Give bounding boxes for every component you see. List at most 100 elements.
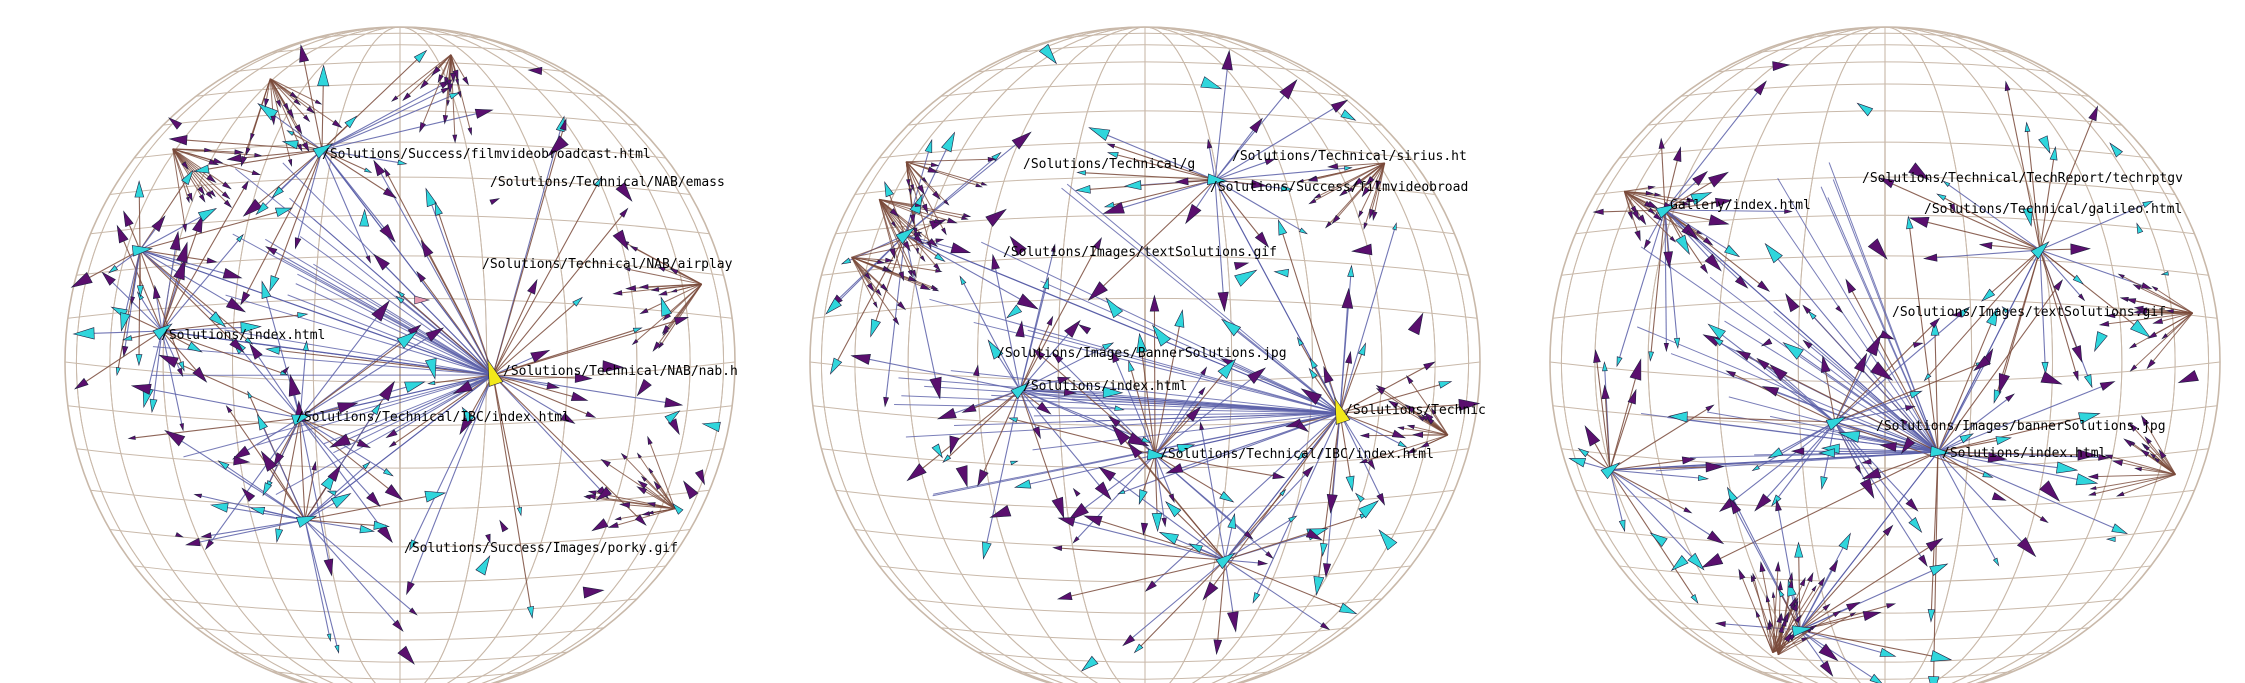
grid-latitude [835,214,1455,235]
cyan-arrow-node-icon [1618,519,1626,533]
purple-arrow-node-icon [1011,131,1032,150]
edge [304,494,434,521]
edge [1110,179,1216,207]
node-label[interactable]: /Solutions/Technical/sirius.ht [1232,149,1467,164]
edge [1987,244,2041,251]
purple-arrow-node-icon [1330,99,1349,113]
grid-latitude [232,651,568,663]
node-label[interactable]: /Solutions/Images/textSolutions.gif [1003,245,1277,260]
node-label[interactable]: /Solutions/Success/Images/porky.gif [404,541,678,556]
edge [1721,623,1801,631]
purple-arrow-node-icon [2132,284,2142,291]
purple-arrow-node-icon [273,452,285,468]
edge [237,345,301,419]
edge [1113,357,1156,456]
node-label[interactable]: /Solutions/Images/bannerSolutions.jpg [1876,419,2166,434]
edge [492,374,568,420]
edge [1350,162,1385,191]
purple-arrow-node-icon [1206,138,1213,149]
purple-arrow-node-icon [356,439,372,449]
grid-latitude [196,83,604,97]
purple-arrow-node-icon [382,187,398,199]
node-label[interactable]: /Solutions/Technical/galileo.html [1924,202,2182,217]
edge [1609,371,1639,471]
edge [1775,421,1836,501]
edge [120,235,163,332]
node-label[interactable]: /Solutions/Images/textSolutions.gif [1892,305,2166,320]
purple-arrow-node-icon [560,412,576,424]
purple-arrow-node-icon [1643,239,1652,250]
node-label[interactable]: /Solutions/Technical/IBC/index.html [1160,447,1434,462]
node-label[interactable]: /Solutions/Success/filmvideobroadcast.ht… [322,147,651,162]
edge [399,299,494,376]
cyan-arrow-node-icon [1146,448,1169,460]
edge [269,78,338,125]
edge [1834,346,1876,423]
purple-arrow-node-icon [70,271,93,288]
edge [298,413,306,521]
node-label[interactable]: /Solutions/Technical/NAB/nab.h [503,364,738,379]
edge [1772,253,1939,453]
cyan-arrow-node-icon [1117,489,1126,495]
purple-arrow-node-icon [2153,457,2160,463]
node-label[interactable]: /Solutions/Technical/NAB/airplay [482,257,733,272]
node-label[interactable]: /Solutions/Success/filmvideobroad [1210,180,1468,195]
purple-arrow-node-icon [906,179,911,187]
purple-arrow-node-icon [152,284,161,299]
sphere-view-2[interactable]: /Solutions/Technical/sirius.ht /Solution… [809,26,1486,683]
purple-arrow-node-icon [1705,461,1725,473]
purple-arrow-node-icon [941,227,947,236]
node-label[interactable]: /Solutions/index.html [161,328,325,343]
edge [161,185,247,332]
node-label[interactable]: /Solutions/Technical/NAB/emass [490,175,725,190]
purple-arrow-node-icon [1950,311,1963,318]
node-label[interactable]: /Solutions/index.html [1942,446,2106,461]
edge [905,412,1341,438]
edge [1609,469,1688,512]
node-label[interactable]: /Solutions/Technic [1345,403,1486,418]
edge [1019,378,1063,391]
node-label[interactable]: /Solutions/Technical/TechReport/techrptg… [1862,171,2183,186]
cyan-arrow-node-icon [1724,244,1741,258]
edge [1609,469,1716,539]
node-label[interactable]: Gallery/index.html [1670,198,1811,213]
edge [172,148,212,180]
edge [439,54,452,79]
purple-arrow-node-icon [187,192,193,203]
purple-arrow-node-icon [240,291,251,306]
purple-arrow-node-icon [2161,333,2169,340]
cyan-arrow-node-icon [1176,444,1196,454]
edge [2039,249,2083,298]
edge [299,417,375,500]
purple-arrow-node-icon [1365,176,1375,187]
edge [321,149,402,164]
node-label[interactable]: /Solutions/Images/BannerSolutions.jpg [997,346,1287,361]
purple-arrow-node-icon [949,435,960,455]
purple-arrow-node-icon [311,460,317,471]
edge [981,389,1021,477]
cyan-arrow-node-icon [1675,234,1690,256]
sphere-view-1[interactable]: /Solutions/Success/filmvideobroadcast.ht… [64,26,738,683]
edge [1097,179,1216,292]
purple-arrow-node-icon [197,186,206,196]
cyan-arrow-node-icon [1358,500,1380,519]
node-label[interactable]: /Solutions/Technical/IBC/index.html [296,410,570,425]
edge [225,294,494,376]
cyan-arrow-node-icon [107,265,119,274]
cyan-arrow-node-icon [434,201,443,216]
purple-arrow-node-icon [173,258,186,281]
node-label[interactable]: /Solutions/index.html [1023,379,1187,394]
cyan-arrow-node-icon [1308,367,1318,380]
grid-latitude [1717,61,2053,73]
edge [961,280,1021,391]
grid-latitude [163,598,637,614]
edge [628,268,702,285]
edge [172,148,189,200]
purple-arrow-node-icon [650,287,660,292]
purple-arrow-node-icon [176,241,188,264]
edge [1799,566,1835,631]
cyan-arrow-node-icon [664,410,681,424]
edge [1312,162,1385,203]
sphere-view-3[interactable]: /Solutions/Technical/TechReport/techrptg… [1549,26,2221,683]
node-label[interactable]: /Solutions/Technical/g [1023,157,1195,172]
